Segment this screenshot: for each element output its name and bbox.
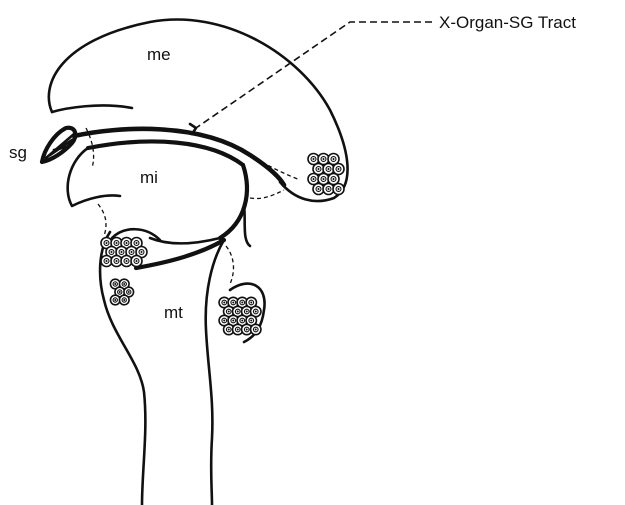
neuron-cell [119,295,129,305]
label-sg: sg [9,143,27,162]
mi-lobe-right-lip [244,205,250,246]
mt-left-outline [100,232,145,505]
mi-lobe-top [88,141,243,165]
mt-left-neuron-cluster [110,279,133,305]
mi-neuron-cluster [101,238,147,267]
mt-right-neuron-cluster [219,297,261,334]
neuron-cell [110,295,120,305]
neuron-cell [131,256,142,267]
label-mi: mi [140,168,158,187]
dashed-boundary-mi-left [98,204,106,236]
me-neuron-cluster [308,154,344,195]
mt-right-outline [206,240,224,505]
label-me: me [147,45,171,64]
x-organ-sg-tract [74,129,284,185]
me-lobe-inner-edge [52,105,132,112]
neuron-cell [251,324,261,334]
mi-lobe-right [220,165,247,238]
label-x-organ-sg-tract: X-Organ-SG Tract [439,13,576,32]
dashed-boundary-mi-right [250,190,284,199]
dashed-boundary-mt-right [226,246,233,284]
label-mt: mt [164,303,183,322]
neuron-cell [333,184,344,195]
me-lobe-outline [49,20,348,202]
tract-leader-line [196,22,432,128]
